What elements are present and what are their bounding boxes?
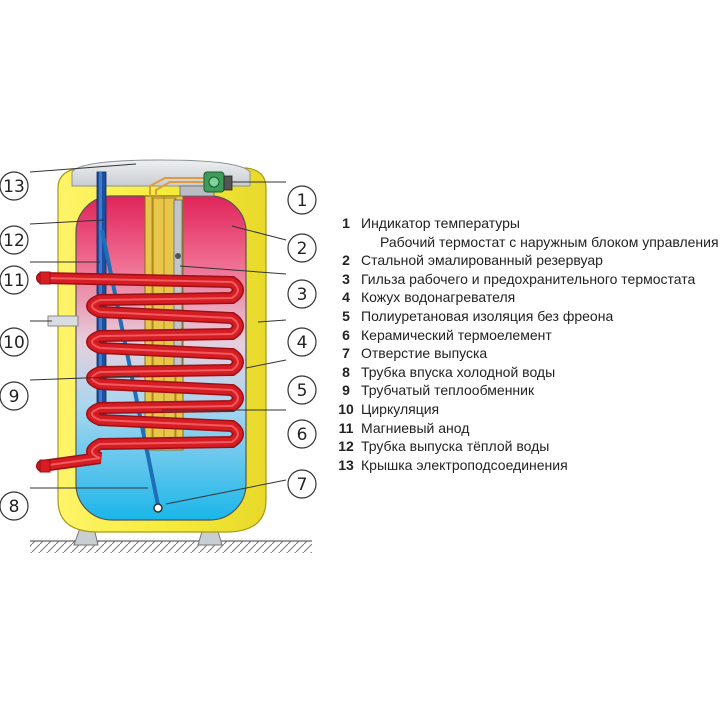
thermostat-sheath-tip: [175, 253, 181, 259]
callout-1: 1: [287, 185, 317, 215]
legend-item: 6 Керамический термоелемент: [336, 326, 720, 345]
callout-4-label: 4: [297, 333, 308, 353]
legend-item-text: Трубчатый теплообменник: [361, 382, 535, 399]
legend-item-number: 3: [342, 270, 350, 287]
callout-12-label: 12: [3, 231, 25, 251]
callout-2-label: 2: [297, 239, 308, 259]
legend-item-text: Индикатор температуры: [361, 215, 520, 231]
circulation-connection: [47, 315, 79, 327]
legend-item: 3 Гильза рабочего и предохранительного те…: [336, 270, 720, 289]
leader-line-2: [231, 225, 287, 241]
callout-5-label: 5: [297, 381, 308, 401]
legend-item-text: Полиуретановая изоляция без фреона: [361, 307, 614, 324]
leader-line-5: [245, 359, 287, 369]
leader-line-3: [179, 265, 287, 275]
legend-item-number: 8: [342, 363, 350, 380]
tubular-heat-exchanger: [36, 272, 244, 472]
legend-item: 5 Полиуретановая изоляция без фреона: [336, 307, 720, 326]
legend-item-text: Кожух водонагревателя: [361, 289, 516, 306]
callout-6: 6: [287, 419, 317, 449]
callout-4: 4: [287, 327, 317, 357]
callout-8-label: 8: [9, 497, 20, 517]
callout-11-label: 11: [3, 271, 25, 291]
callout-10-label: 10: [3, 333, 25, 353]
legend-item: 8 Трубка впуска холодной воды: [336, 363, 720, 382]
callout-9-label: 9: [9, 387, 20, 407]
legend-item: 9 Трубчатый теплообменник: [336, 381, 720, 400]
callout-5: 5: [287, 375, 317, 405]
callout-1-label: 1: [297, 191, 308, 211]
legend-item-number: 9: [342, 382, 350, 399]
heat-exchanger-inlet-stub: [39, 271, 51, 285]
callout-2: 2: [287, 233, 317, 263]
outlet-hole: [153, 503, 163, 513]
legend-item-number: 4: [342, 289, 350, 306]
callout-11: 11: [0, 265, 29, 295]
callout-3: 3: [287, 279, 317, 309]
legend-item: 10 Циркуляция: [336, 400, 720, 419]
legend-item: 7 Отверстие выпуска: [336, 344, 720, 363]
callout-12: 12: [0, 225, 29, 255]
legend-item-text: Циркуляция: [361, 400, 440, 417]
heat-exchanger-outlet-stub: [39, 459, 51, 473]
legend-item-number: 5: [342, 307, 350, 324]
legend-item-text: Трубка впуска холодной воды: [361, 363, 556, 380]
callout-10: 10: [0, 327, 29, 357]
legend-item-text: Керамический термоелемент: [361, 326, 552, 343]
callout-6-label: 6: [297, 425, 308, 445]
callout-13-label: 13: [3, 177, 25, 197]
callout-13: 13: [0, 171, 29, 201]
parts-legend: 1 Индикатор температуры Рабочий термостат…: [336, 214, 720, 474]
leader-line-7: [165, 479, 287, 505]
legend-item-number: 12: [338, 438, 354, 455]
legend-item-number: 11: [338, 419, 354, 436]
legend-item: 11 Магниевый анод: [336, 419, 720, 438]
legend-item: Рабочий термостат с наружным блоком упра…: [336, 233, 720, 252]
leader-line-9: [29, 375, 141, 381]
legend-item: 13 Крышка электроподсоединения: [336, 456, 720, 475]
legend-item-text: Рабочий термостат с наружным блоком упра…: [380, 233, 719, 250]
callout-9: 9: [0, 381, 29, 411]
legend-item-number: 10: [338, 400, 354, 417]
legend-item: 12 Трубка выпуска тёплой воды: [336, 437, 720, 456]
legend-item-text: Магниевый анод: [361, 419, 470, 436]
legend-item-number: 1: [342, 215, 350, 231]
legend-item: 4 Кожух водонагревателя: [336, 288, 720, 307]
legend-item-number: 6: [342, 326, 350, 343]
callout-3-label: 3: [297, 285, 308, 305]
legend-item-text: Гильза рабочего и предохранительного тер…: [361, 270, 696, 287]
legend-item-number: 7: [342, 345, 350, 362]
legend-item-number: 2: [342, 252, 350, 269]
floor-hatching: [30, 540, 312, 553]
legend-item: 2 Стальной эмалированный резервуар: [336, 251, 720, 270]
legend-item-text: Трубка выпуска тёплой воды: [361, 438, 550, 455]
legend-item-number: 13: [338, 456, 354, 473]
callout-7-label: 7: [297, 475, 308, 495]
legend-item: 1 Индикатор температуры: [336, 214, 720, 233]
leader-line-4: [257, 319, 287, 323]
legend-item-text: Отверстие выпуска: [361, 345, 488, 362]
temperature-indicator-icon: [208, 176, 220, 188]
legend-item-text: Крышка электроподсоединения: [361, 456, 568, 473]
callout-7: 7: [287, 469, 317, 499]
callout-8: 8: [0, 491, 29, 521]
legend-item-text: Стальной эмалированный резервуар: [361, 252, 603, 269]
leader-line-12: [29, 219, 105, 225]
leader-line-13: [29, 163, 137, 173]
